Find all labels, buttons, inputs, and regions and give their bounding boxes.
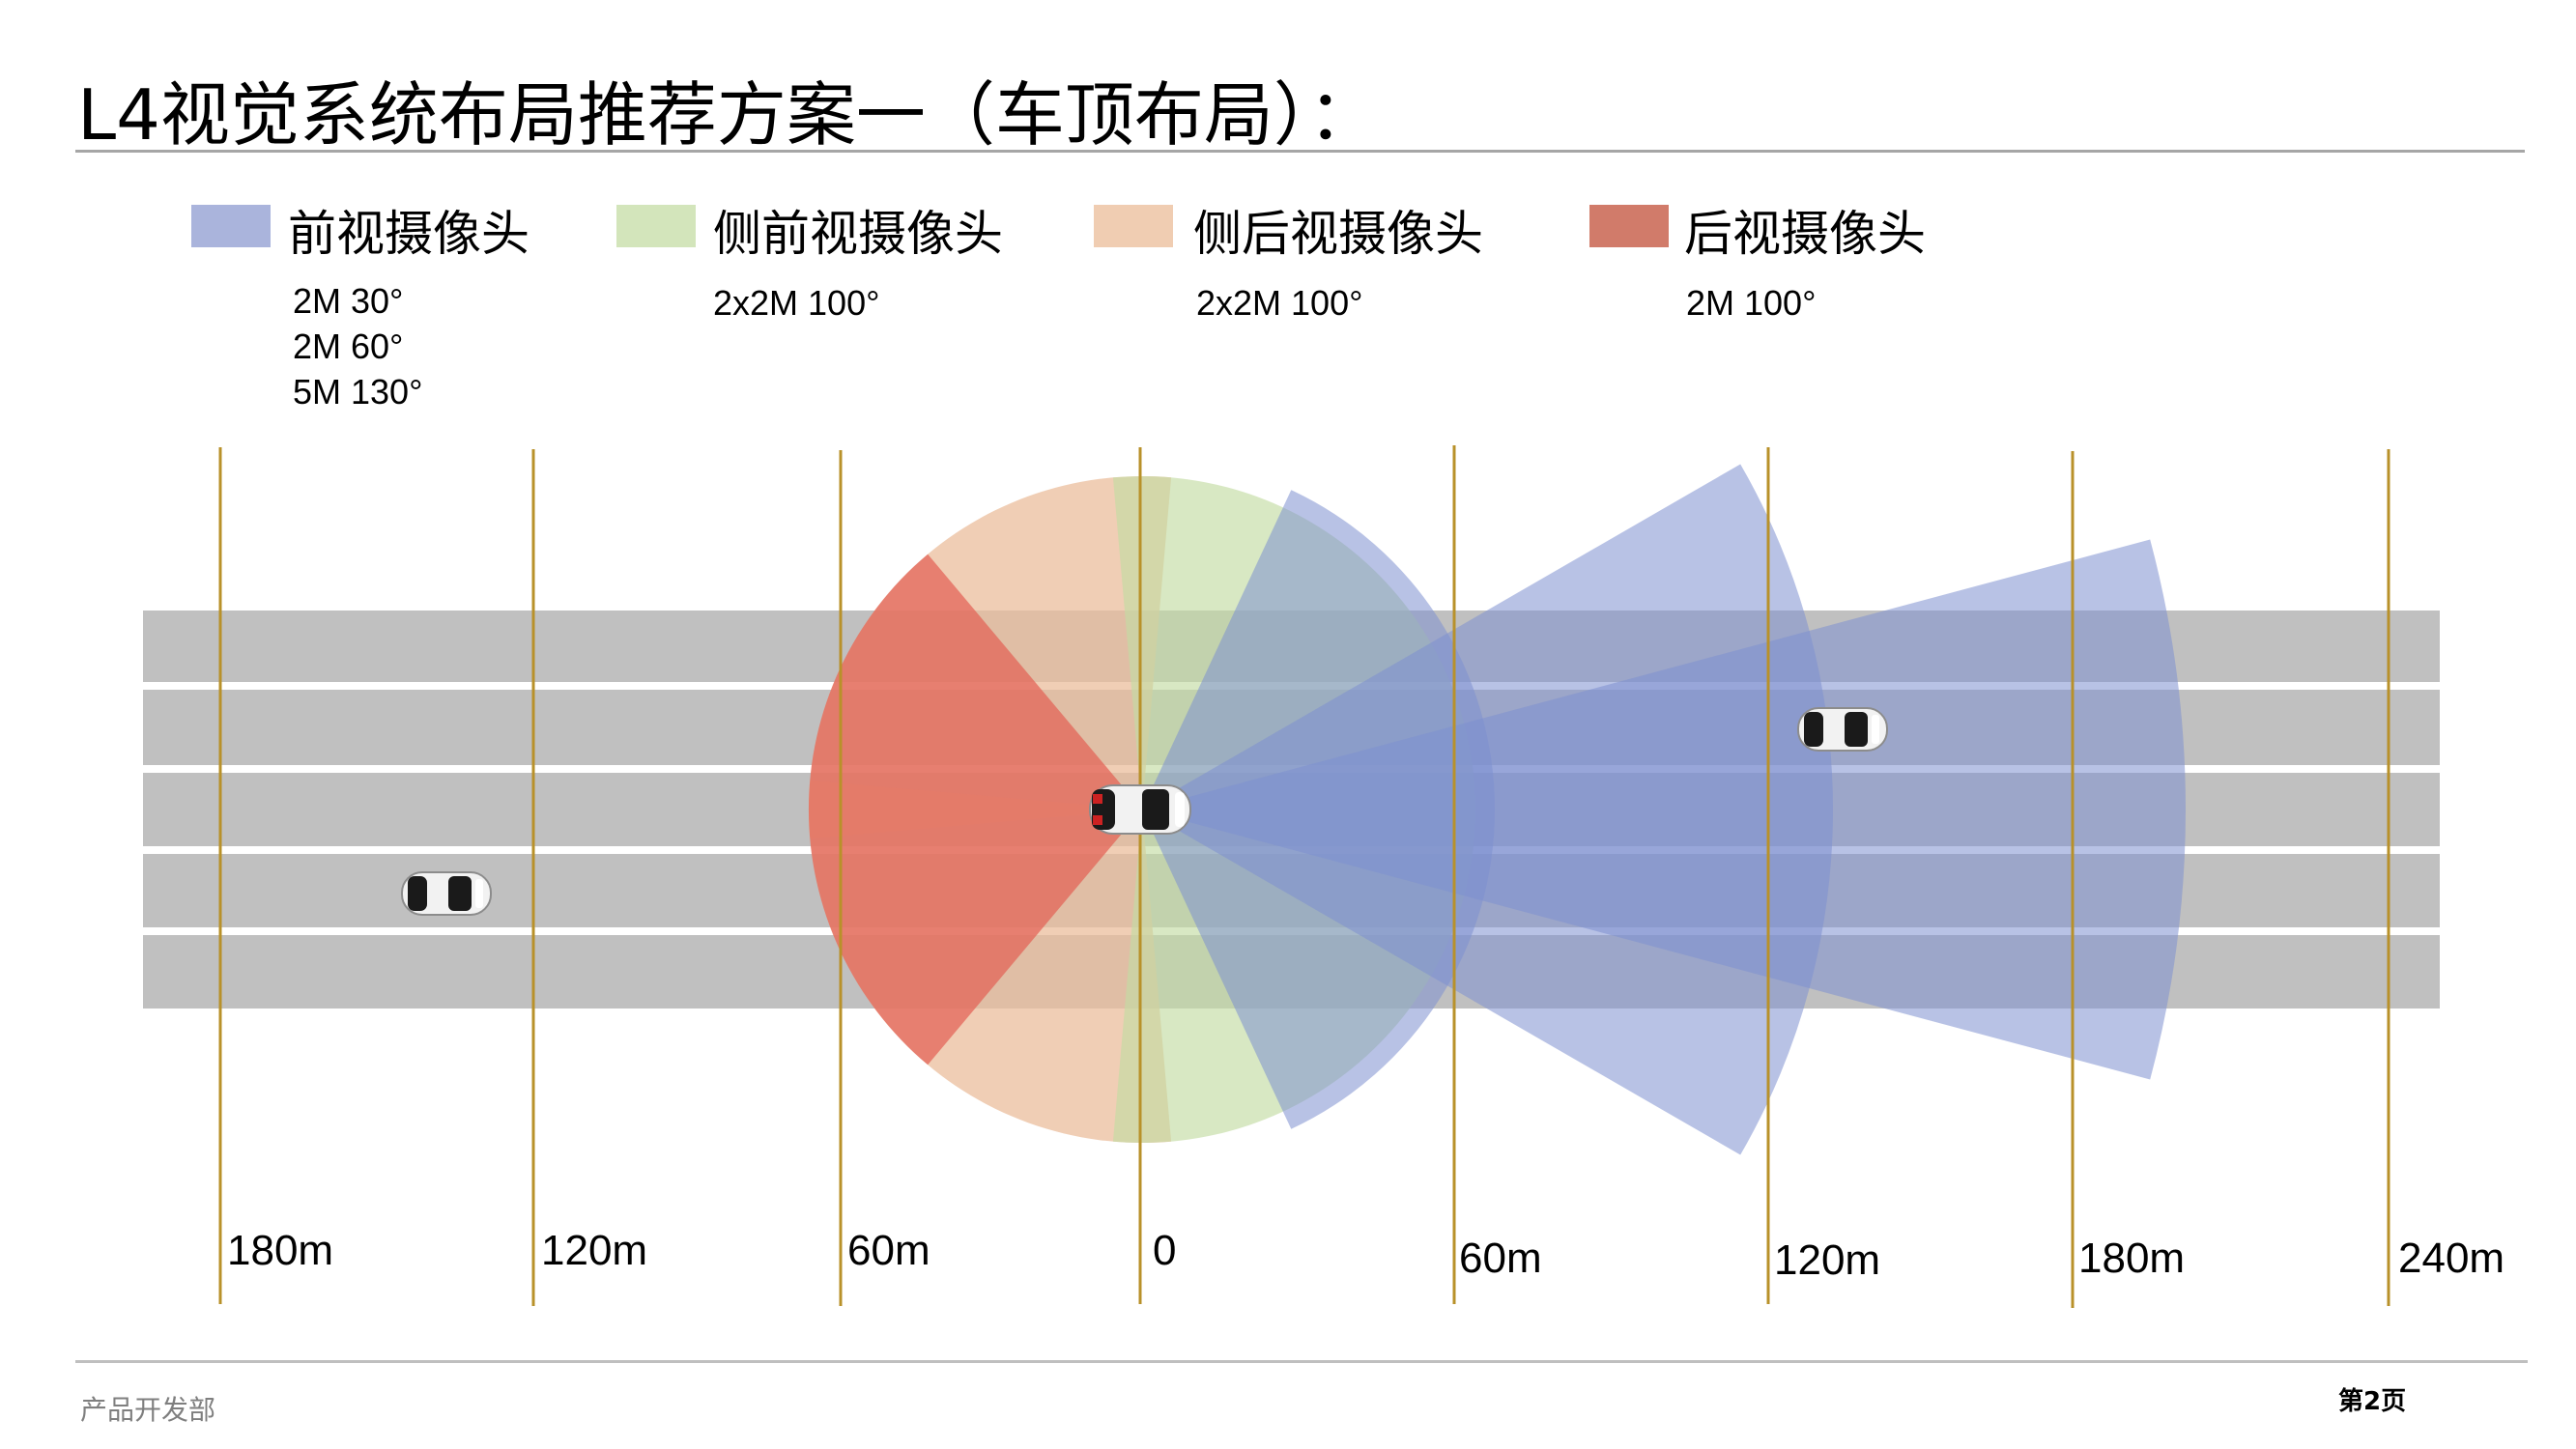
legend-label-side-rear: 侧后视摄像头 <box>1193 206 1483 262</box>
front-camera-30-coverage <box>1142 539 2186 1080</box>
legend-swatch-side-rear <box>1094 205 1173 247</box>
legend-spec-side-front-1: 2x2M 100° <box>713 283 880 323</box>
footer-divider <box>75 1360 2528 1363</box>
legend-swatch-front <box>191 205 271 247</box>
distance-label-180m-front: 180m <box>2078 1235 2186 1282</box>
title-divider <box>75 150 2525 153</box>
rear-camera-coverage <box>808 554 1142 1065</box>
legend-spec-rear-1: 2M 100° <box>1686 283 1817 323</box>
legend-swatch-side-front <box>616 205 696 247</box>
page-number: 第2页 <box>2338 1387 2407 1416</box>
distance-label-180m-rear: 180m <box>227 1227 334 1274</box>
vehicle-behind <box>401 871 492 916</box>
coverage-sectors <box>808 464 2186 1155</box>
legend-spec-front-1: 2M 30° <box>293 281 404 321</box>
legend-spec-front-2: 2M 60° <box>293 327 404 366</box>
distance-lines <box>218 445 2390 1308</box>
legend-spec-side-rear-1: 2x2M 100° <box>1196 283 1363 323</box>
footer-department: 产品开发部 <box>80 1394 216 1426</box>
distance-label-60m-rear: 60m <box>847 1227 930 1274</box>
distance-label-120m-front: 120m <box>1774 1236 1881 1284</box>
vehicle-ahead <box>1797 707 1888 752</box>
legend-label-front: 前视摄像头 <box>288 206 530 262</box>
legend-swatch-rear <box>1589 205 1669 247</box>
legend-label-side-front: 侧前视摄像头 <box>713 206 1003 262</box>
distance-label-240m-front: 240m <box>2398 1235 2505 1282</box>
legend-label-rear: 后视摄像头 <box>1684 206 1926 262</box>
distance-label-0: 0 <box>1153 1227 1177 1274</box>
ego-vehicle <box>1089 784 1191 835</box>
legend-spec-front-3: 5M 130° <box>293 372 423 412</box>
page-title: L4视觉系统布局推荐方案一（车顶布局）： <box>77 74 1378 156</box>
distance-label-120m-rear: 120m <box>541 1227 648 1274</box>
distance-label-60m-front: 60m <box>1459 1235 1542 1282</box>
